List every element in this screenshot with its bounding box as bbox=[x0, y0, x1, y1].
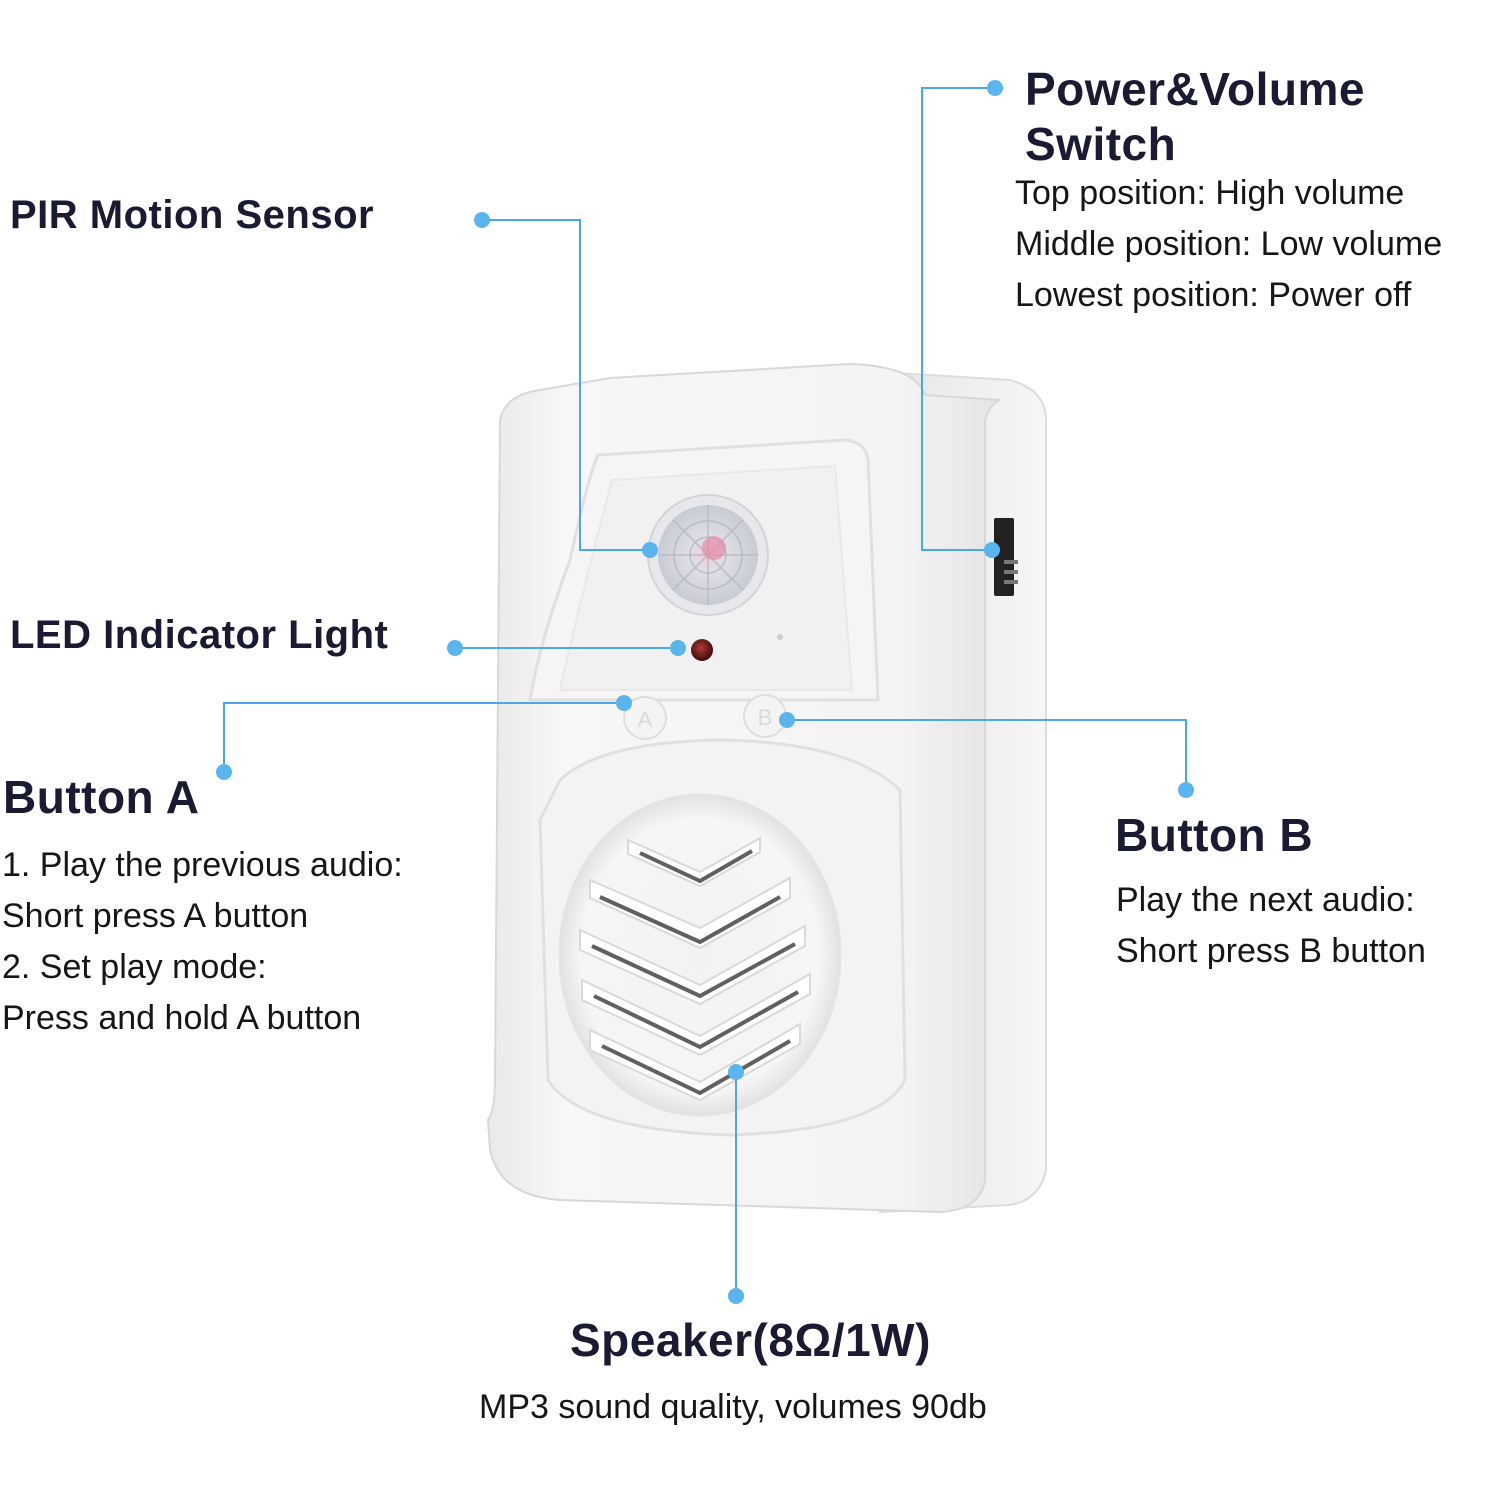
button-b-description: Play the next audio: Short press B butto… bbox=[1116, 875, 1426, 977]
power-callout-line bbox=[921, 87, 995, 551]
button-a-shape bbox=[623, 696, 667, 740]
button-b-title: Button B bbox=[1115, 809, 1314, 861]
callout-lines bbox=[223, 87, 1187, 1296]
button-b-line-2: Short press B button bbox=[1116, 932, 1426, 970]
power-switch-title-line1: Power&Volume bbox=[1025, 63, 1365, 115]
button-a-description: 1. Play the previous audio: Short press … bbox=[2, 840, 403, 1044]
button-a-line-3: 2. Set play mode: bbox=[2, 948, 267, 986]
speaker-title: Speaker(8Ω/1W) bbox=[570, 1314, 931, 1366]
pir-sensor-lens bbox=[647, 494, 769, 616]
power-line-middle: Middle position: Low volume bbox=[1015, 225, 1443, 263]
button-a-line-1: 1. Play the previous audio: bbox=[2, 846, 403, 884]
pir-callout-line bbox=[482, 219, 650, 551]
button-a-line-2: Short press A button bbox=[2, 897, 309, 935]
speaker-subtitle: MP3 sound quality, volumes 90db bbox=[479, 1388, 987, 1426]
button-b-callout-line bbox=[787, 719, 1187, 790]
power-switch-title-line2: Switch bbox=[1025, 118, 1177, 170]
led-indicator-title: LED Indicator Light bbox=[10, 613, 389, 657]
button-a-title: Button A bbox=[3, 771, 200, 823]
button-b-letter: B bbox=[758, 705, 773, 730]
button-a-callout-line bbox=[223, 702, 624, 772]
button-a-line-4: Press and hold A button bbox=[2, 999, 362, 1037]
pir-sensor-title: PIR Motion Sensor bbox=[10, 193, 375, 237]
power-switch bbox=[994, 518, 1014, 596]
button-a-letter: A bbox=[638, 707, 653, 732]
power-switch-description: Top position: High volume Middle positio… bbox=[1015, 168, 1442, 321]
power-line-lowest: Lowest position: Power off bbox=[1015, 276, 1412, 314]
led-indicator bbox=[691, 639, 713, 661]
speaker-grille bbox=[538, 738, 907, 1137]
power-line-top: Top position: High volume bbox=[1015, 174, 1405, 212]
button-b-line-1: Play the next audio: bbox=[1116, 881, 1415, 919]
callout-dots bbox=[216, 80, 1194, 1304]
